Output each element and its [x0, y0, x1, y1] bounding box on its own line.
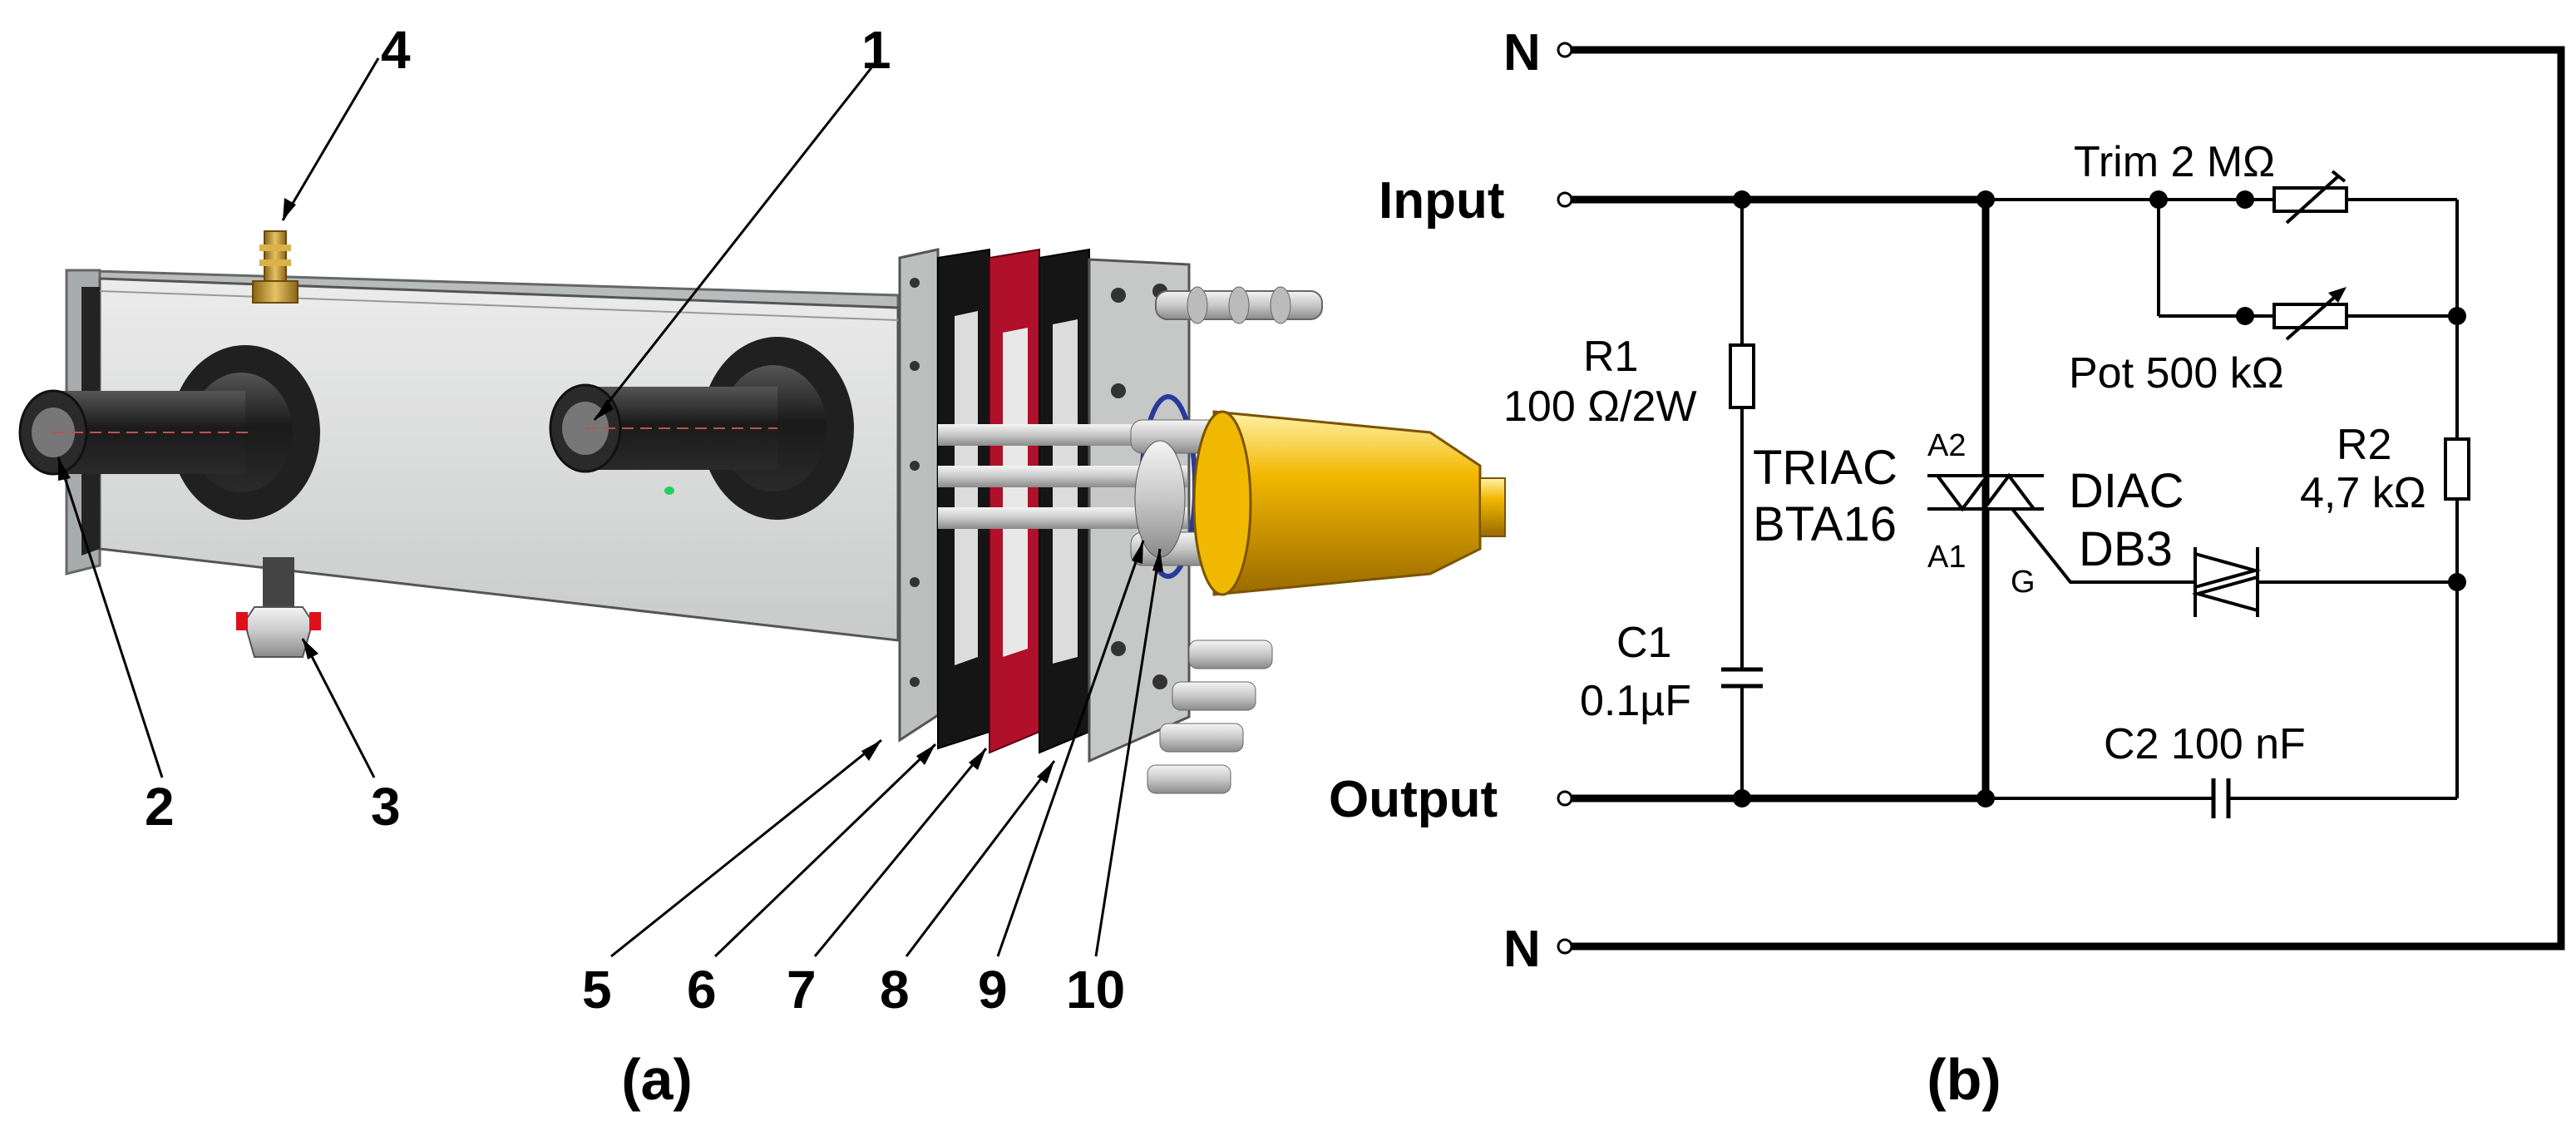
label-c2: C2 100 nF	[2104, 720, 2306, 768]
label-r1-value: 100 Ω/2W	[1503, 383, 1697, 431]
terminal-n-bottom: N	[1503, 921, 1541, 978]
diac-symbol	[2191, 547, 2262, 617]
bolts	[1147, 640, 1273, 794]
terminal-output: Output	[1329, 771, 1498, 828]
label-r2-value: 4,7 kΩ	[2300, 469, 2426, 517]
leader-lines	[57, 57, 1163, 958]
label-triac-part: BTA16	[1753, 497, 1897, 551]
label-diac-name: DIAC	[2069, 464, 2184, 518]
callout-10: 10	[1066, 960, 1125, 1020]
caption-b: (b)	[1927, 1047, 2001, 1112]
label-c1-value: 0.1µF	[1580, 677, 1691, 725]
callout-5: 5	[582, 960, 612, 1020]
callout-6: 6	[687, 960, 717, 1020]
label-r2-name: R2	[2337, 421, 2391, 469]
label-diac-part: DB3	[2079, 522, 2173, 576]
callout-2: 2	[145, 777, 175, 837]
resistor-r1	[1729, 343, 1755, 409]
callout-9: 9	[978, 960, 1008, 1020]
neutral-loop	[1557, 42, 2565, 955]
terminal-n-top: N	[1503, 24, 1541, 81]
capacitor-c2	[2211, 778, 2231, 818]
callout-3: 3	[371, 777, 401, 837]
label-r1-name: R1	[1583, 333, 1638, 381]
capacitor-c1	[1721, 667, 1763, 689]
circuit-diagram: N Input Output N Trim 2 MΩ Pot 500 kΩ R1…	[1329, 24, 2565, 1112]
caption-a: (a)	[621, 1047, 693, 1112]
label-pot: Pot 500 kΩ	[2069, 349, 2284, 398]
callout-4: 4	[381, 20, 411, 80]
label-trim: Trim 2 MΩ	[2074, 138, 2275, 186]
nut-3	[236, 557, 321, 658]
resistor-r2	[2444, 437, 2470, 501]
label-pin-g: G	[2011, 565, 2036, 600]
potentiometer	[2273, 287, 2348, 341]
label-pin-a2: A2	[1927, 428, 1966, 463]
label-triac-name: TRIAC	[1753, 441, 1897, 495]
fitting-4	[252, 230, 299, 304]
callout-7: 7	[787, 960, 817, 1020]
electrode-2	[18, 345, 320, 520]
triac-symbol	[1927, 472, 2044, 512]
nozzle	[1130, 394, 1506, 596]
label-pin-a1: A1	[1927, 540, 1966, 575]
assembly-drawing: 1 2 3 4 5 6 7 8 9 10 (a)	[18, 20, 1506, 1112]
callout-1: 1	[861, 20, 891, 80]
trim-resistor	[2273, 170, 2348, 225]
callout-8: 8	[880, 960, 910, 1020]
main-rails	[1557, 191, 1990, 807]
label-c1-name: C1	[1616, 619, 1671, 667]
terminal-input: Input	[1379, 172, 1505, 230]
junctions	[1733, 190, 2466, 807]
hose-barb	[1155, 286, 1323, 324]
